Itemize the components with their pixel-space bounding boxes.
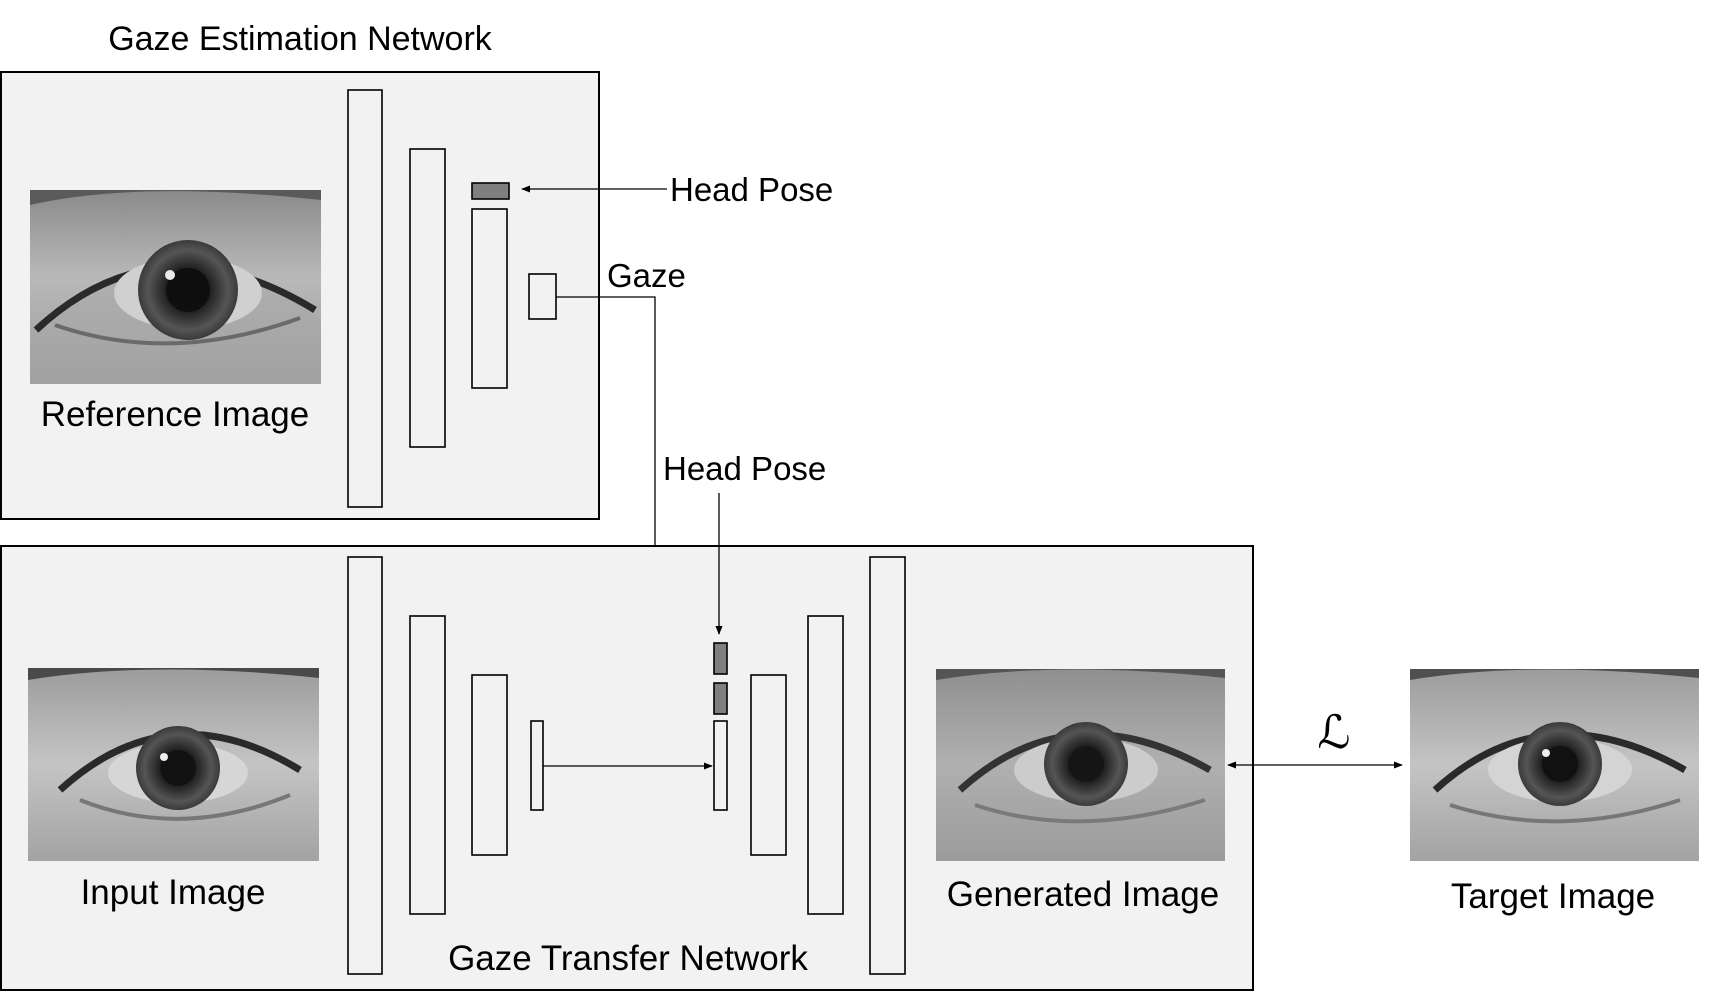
transfer-encoder-layer-3 xyxy=(471,674,508,856)
transfer-encoder-layer-1 xyxy=(347,556,383,975)
gaze-code-block xyxy=(713,682,728,715)
transfer-decoder-layer-1 xyxy=(750,674,787,856)
input-eye-image xyxy=(28,668,319,861)
gaze-transfer-title: Gaze Transfer Network xyxy=(448,939,808,978)
target-image-label: Target Image xyxy=(1451,877,1655,916)
generated-eye-image xyxy=(936,669,1225,861)
head-pose-input-block xyxy=(471,182,510,200)
transfer-encoder-layer-2 xyxy=(409,615,446,915)
target-eye-image xyxy=(1410,669,1699,861)
generated-image-label: Generated Image xyxy=(947,875,1219,914)
reference-eye-image xyxy=(30,190,321,384)
input-image-label: Input Image xyxy=(81,873,266,912)
transfer-bottleneck xyxy=(530,720,544,811)
gaze-label: Gaze xyxy=(607,257,686,294)
reference-image-label: Reference Image xyxy=(41,395,309,434)
estimation-layer-3 xyxy=(471,208,508,389)
loss-symbol: ℒ xyxy=(1317,706,1350,758)
estimation-layer-2 xyxy=(409,148,446,448)
head-pose-label-bottom: Head Pose xyxy=(663,450,826,487)
head-pose-label-top: Head Pose xyxy=(670,171,833,208)
gaze-estimation-title: Gaze Estimation Network xyxy=(108,20,493,58)
head-pose-code-block xyxy=(713,642,728,675)
latent-feature-block xyxy=(713,720,728,811)
estimation-layer-1 xyxy=(347,89,383,508)
gaze-output-block xyxy=(528,273,557,320)
transfer-decoder-layer-2 xyxy=(807,615,844,915)
transfer-decoder-layer-3 xyxy=(869,556,906,975)
